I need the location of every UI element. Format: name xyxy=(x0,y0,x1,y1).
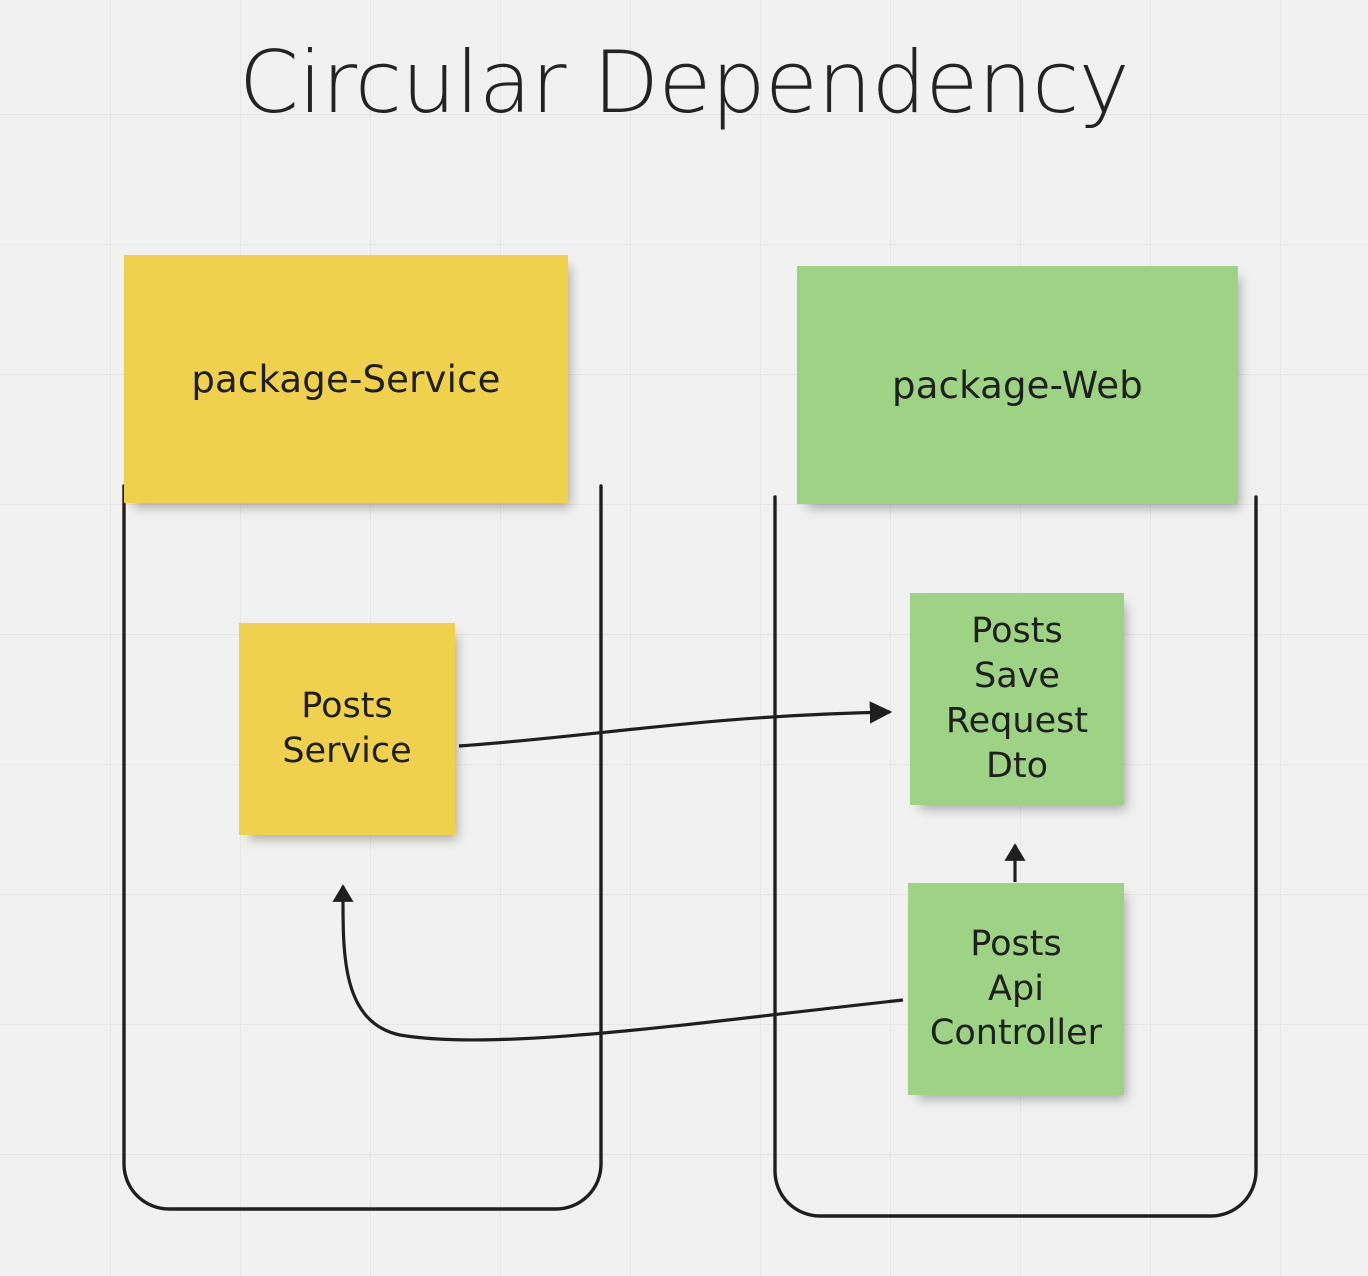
edge-controller-to-service xyxy=(332,884,904,1042)
node-posts-save-request-dto[interactable]: Posts Save Request Dto xyxy=(910,593,1124,805)
node-posts-service[interactable]: Posts Service xyxy=(239,623,455,835)
package-header-web[interactable]: package-Web xyxy=(797,266,1238,504)
package-header-service[interactable]: package-Service xyxy=(124,255,568,503)
page-title: Circular Dependency xyxy=(238,33,1130,133)
edge-service-to-dto xyxy=(458,701,893,748)
package-service-boundary xyxy=(122,484,603,1211)
node-posts-api-controller[interactable]: Posts Api Controller xyxy=(908,883,1124,1095)
